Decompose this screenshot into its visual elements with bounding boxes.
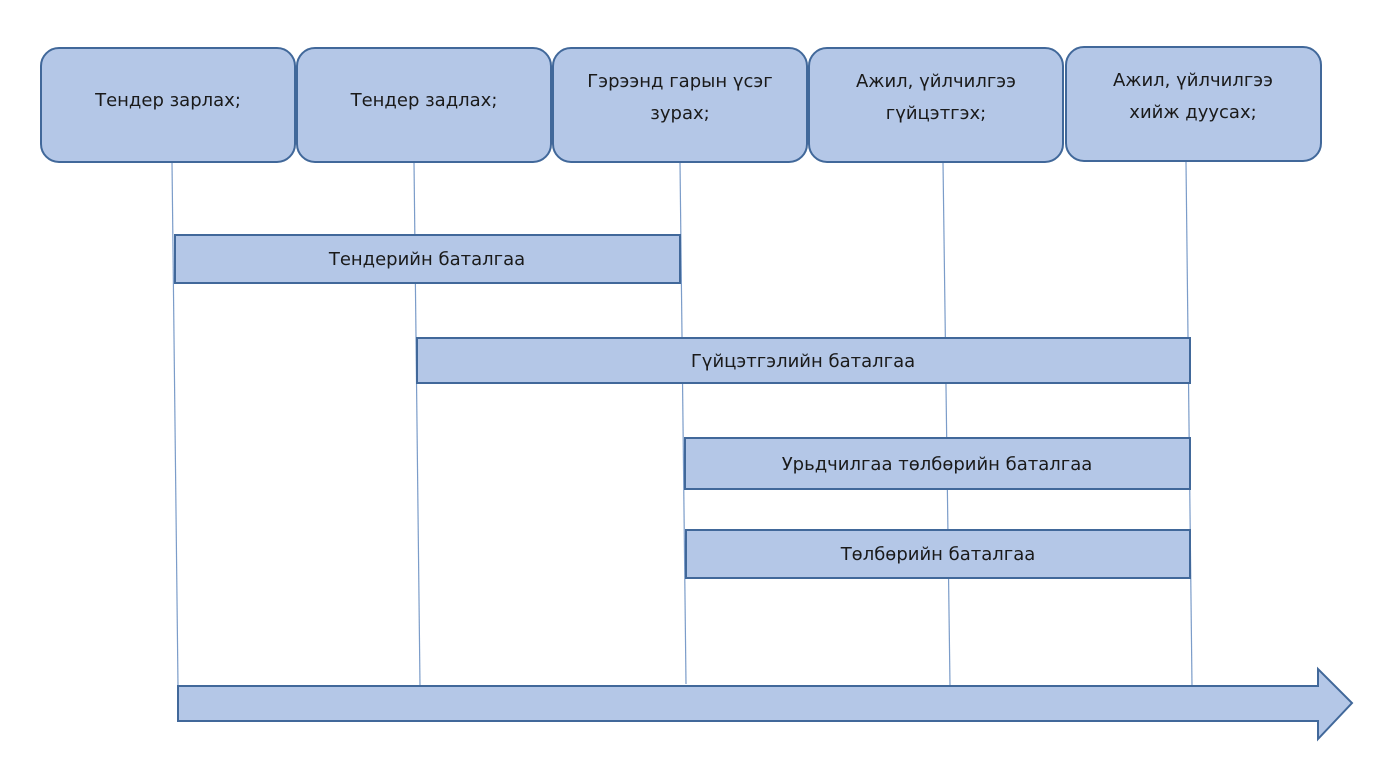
stage-label-line-2: гүйцэтгэх; <box>886 103 986 124</box>
stage-box-5: Ажил, үйлчилгээ хийж дуусах; <box>1065 46 1322 162</box>
tender-guarantee-bar: Тендерийн баталгаа <box>174 234 681 284</box>
stage-1-guide-line <box>171 161 179 687</box>
performance-guarantee-bar: Гүйцэтгэлийн баталгаа <box>416 337 1191 384</box>
timeline-arrow <box>177 666 1354 742</box>
stage-label-line-1: Гэрээнд гарын үсэг <box>587 71 772 92</box>
bar-label: Урьдчилгаа төлбөрийн баталгаа <box>782 454 1093 475</box>
stage-box-4: Ажил, үйлчилгээ гүйцэтгэх; <box>808 47 1064 163</box>
bar-label: Гүйцэтгэлийн баталгаа <box>691 351 915 372</box>
advance-payment-guarantee-bar: Урьдчилгаа төлбөрийн баталгаа <box>684 437 1191 490</box>
stage-box-1: Тендер зарлах; <box>40 47 296 163</box>
stage-5-guide-line <box>1185 161 1193 687</box>
stage-label-line-2: зурах; <box>650 103 709 124</box>
bar-label: Төлбөрийн баталгаа <box>840 544 1036 565</box>
stage-label-line-2: хийж дуусах; <box>1129 102 1256 123</box>
stage-label: Тендер задлах; <box>350 90 498 111</box>
stage-label-line-1: Ажил, үйлчилгээ <box>1113 70 1273 91</box>
stage-label: Тендер зарлах; <box>94 90 241 111</box>
stage-box-2: Тендер задлах; <box>296 47 552 163</box>
stage-label-line-1: Ажил, үйлчилгээ <box>856 71 1016 92</box>
bar-label: Тендерийн баталгаа <box>328 249 525 270</box>
stage-4-guide-line <box>942 161 951 687</box>
stage-box-3: Гэрээнд гарын үсэг зурах; <box>552 47 808 163</box>
payment-guarantee-bar: Төлбөрийн баталгаа <box>685 529 1191 579</box>
